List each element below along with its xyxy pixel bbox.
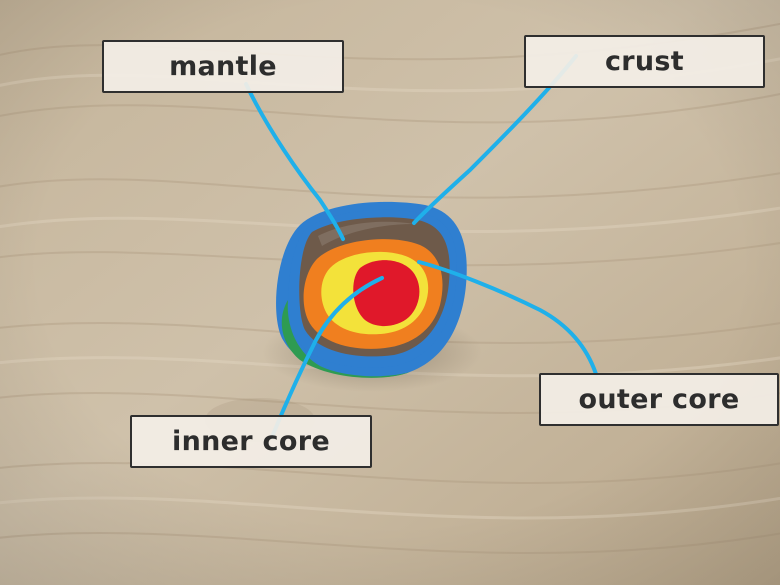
label-mantle: mantle: [102, 40, 344, 93]
inner-core-layer: [353, 260, 420, 327]
label-crust: crust: [524, 35, 765, 88]
label-inner-core: inner core: [130, 415, 372, 468]
label-outer-core: outer core: [539, 373, 779, 426]
clay-earth-model: [276, 201, 467, 378]
